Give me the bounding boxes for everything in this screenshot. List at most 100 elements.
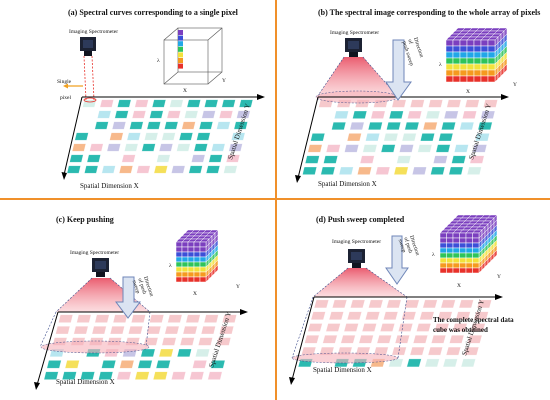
panel-c-grid-cell [46, 360, 62, 369]
panel-b-cube-front-voxel [445, 39, 454, 47]
panel-c-cube-front-voxel [193, 261, 201, 268]
panel-c-grid-cell [134, 371, 150, 380]
panel-d-grid-cell [404, 299, 420, 309]
panel-c-grid-cell [155, 360, 171, 369]
panel-b-grid-cell [344, 144, 359, 153]
panel-c-title: (c) Keep pushing [56, 215, 114, 224]
panel-d-cube-front-voxel [465, 237, 473, 244]
panel-c-cube-front-voxel [187, 246, 195, 253]
panel-b-grid-cell [331, 122, 346, 130]
panel-b-grid-cell [433, 155, 448, 164]
panel-a-spectral-column [178, 30, 183, 69]
panel-c-cube-front-voxel [181, 251, 189, 258]
panel-c-grid-cell [73, 326, 89, 335]
panel-d-cube-front-voxel [459, 232, 467, 239]
panel-c-cube-front-voxel [199, 256, 207, 263]
panel-d-cube-y: Y [497, 274, 501, 280]
panel-b-cube-front-voxel [459, 69, 468, 77]
panel-c-grid-cell [216, 337, 231, 346]
panel-a-grid-cell [173, 154, 188, 163]
panel-d-cube-front-voxel [465, 252, 473, 259]
panel-a-grid-cell [223, 165, 238, 174]
panel-c-cube-front-voxel [199, 251, 207, 258]
panel-b-spectral-cube [445, 27, 508, 83]
panel-b-grid-cell [375, 166, 391, 175]
panel-c-grid-cell [128, 326, 143, 335]
panel-b-cube-front-voxel [459, 51, 468, 59]
panel-c-grid-cell [58, 314, 73, 323]
panel-c-grid-cell [146, 326, 162, 335]
panel-c-spectral-cube [175, 229, 219, 283]
panel-d-grid-cell [449, 335, 465, 344]
panel-d-grid-cell [470, 323, 486, 332]
panel-c-grid-cell [185, 314, 201, 323]
panel-b-grid-cell [448, 166, 464, 175]
panel-b-grid-cell [464, 99, 480, 108]
panel-c-cube-front-voxel [193, 256, 201, 263]
panel-d-cube-front-voxel [452, 257, 460, 264]
panel-c-cube-front-voxel [181, 271, 189, 278]
panel-a-title: (a) Spectral curves corresponding to a s… [68, 8, 239, 17]
panel-d-cube-front-voxel [439, 247, 447, 254]
panel-c-grid-cell [189, 371, 205, 380]
panel-d-grid-cell [358, 335, 374, 344]
panel-a-grid-cell [104, 154, 119, 163]
panel-c-cube-front-voxel [199, 241, 207, 248]
panel-d-grid-cell [343, 323, 359, 332]
panel-d-completion-note: The complete spectral data cube was obta… [433, 316, 515, 334]
panel-c-grid-cell [98, 371, 114, 380]
panel-c-grid-cell [43, 371, 59, 380]
panel-d-grid-cell [406, 358, 422, 368]
panel-c-grid-cell [143, 337, 159, 346]
panel-b-cube-y: Y [513, 82, 517, 88]
panel-b-grid-cell [362, 144, 378, 153]
panel-b-cube-front-voxel [445, 63, 454, 71]
panel-b-grid-cell [326, 144, 341, 153]
panel-d-grid-cell [361, 323, 377, 332]
panel-a-wireframe-cube [163, 27, 223, 85]
panel-b-cube-front-voxel [480, 45, 489, 53]
panel-d-grid-cell [328, 311, 344, 320]
panel-c-grid-cell [55, 326, 71, 335]
panel-b-grid-cell [370, 110, 386, 119]
panel-b-grid-cell [359, 155, 375, 164]
panel-a-grid-cell [186, 99, 201, 108]
panel-d-grid-cell [398, 323, 413, 332]
panel-b-grid-cell [305, 155, 320, 164]
panel-d-grid-cell [476, 299, 492, 309]
panel-c-grid-cell [207, 371, 223, 380]
panel-b-grid-cell [483, 99, 498, 108]
panel-a-grid-cell [199, 121, 213, 130]
panel-c-cube-front-voxel [193, 266, 201, 273]
panel-a-grid-cell [126, 132, 141, 141]
panel-a-grid-cell [179, 132, 193, 141]
panel-b-cube-front-voxel [473, 75, 482, 83]
panel-b-grid-cell [401, 133, 417, 142]
panel-a-grid-cell [221, 99, 236, 108]
panel-d-cube-front-voxel [459, 262, 467, 269]
panel-b-grid-cell [357, 166, 372, 175]
panel-b-beam [315, 56, 399, 104]
panel-c-grid-cell [112, 314, 128, 323]
panel-a-grid-cell [211, 143, 226, 152]
panel-c-grid-cell [167, 314, 183, 323]
panel-a-grid-cell [74, 132, 89, 141]
panel-d-cube-lambda: λ [432, 252, 435, 258]
panel-d-cube-front-voxel [452, 237, 460, 244]
panel-d-grid-cell [416, 323, 432, 332]
panel-a-axis-x-label: Spatial Dimension X [80, 182, 139, 190]
panel-d-grid-cell [365, 311, 380, 320]
panel-b-grid-cell [313, 122, 328, 130]
panel-a-grid-cell [84, 165, 99, 174]
panel-d-grid-cell [409, 346, 425, 356]
panel-d-cube-front-voxel [465, 267, 473, 274]
panel-c-cube-front-voxel [199, 266, 207, 273]
panel-c-grid-cell [140, 348, 156, 357]
panel-c-grid-cell [119, 360, 135, 369]
panel-d-cube-front-voxel [459, 257, 467, 264]
panel-a-grid-cell [176, 143, 191, 152]
panel-c-axes [34, 309, 248, 390]
panel-c-grid-cell [158, 348, 174, 357]
panel-b-grid-cell [477, 122, 493, 130]
panel-d-cube-front-voxel [465, 257, 473, 264]
